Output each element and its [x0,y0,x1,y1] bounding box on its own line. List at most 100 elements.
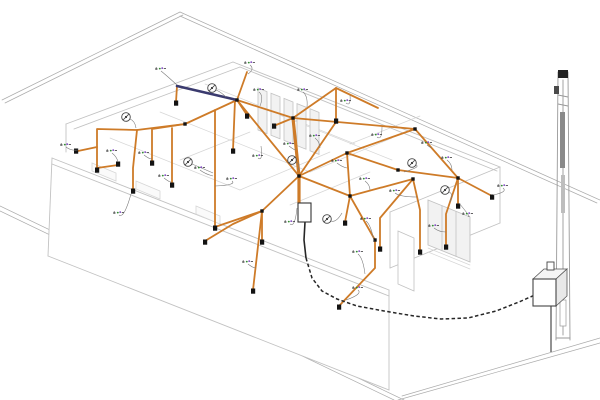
junction-box [411,177,415,181]
conduit-run [338,239,376,307]
fixture-symbol-dot [291,159,293,161]
pole-bracket [554,86,559,94]
fixture-leader [403,164,418,173]
conduit-run [214,175,300,228]
junction-box [183,122,187,126]
interior-partition [159,111,311,173]
tag-green-dot [355,286,358,289]
interior-partition [109,137,241,191]
conduit-run [96,164,119,169]
site-boundary-line [179,15,598,204]
conduit-run [204,210,263,242]
tag-purple-dot [289,142,292,145]
conduit-run [349,195,376,241]
fixture-symbol-dot [444,189,446,191]
utility-pole-line [557,94,569,98]
tag-purple-dot [468,212,471,215]
conduit-run [344,195,351,223]
window-sill [427,251,471,270]
tag-green-dot [287,220,290,223]
device-box [170,182,175,188]
tag-purple-dot [337,159,340,162]
tag-green-dot [116,211,119,214]
tag-leader [257,145,262,160]
conduit-run [298,175,414,197]
rear-window-slat [270,92,281,140]
tag-leader [111,152,119,163]
fixture-leader [295,161,300,171]
tag-leader [433,227,447,233]
utility-pole-line [557,103,569,107]
tag-leader [247,263,257,269]
fixture-leader [448,191,453,203]
tag-purple-dot [365,177,368,180]
facade-window [195,205,221,225]
tag-leader [458,202,470,217]
wall-edge [65,61,234,125]
pole-stripe [561,175,565,213]
tag-purple-dot [161,67,164,69]
junction-box [235,98,239,102]
tag-green-dot [362,177,365,180]
device-box [418,249,423,255]
tag-purple-dot [366,217,369,220]
tag-leader [118,193,132,216]
tag-leader [199,169,214,177]
tag-purple-dot [290,220,293,223]
device-box [174,100,179,106]
conduit-run [136,99,238,131]
site-boundary-line [401,337,600,397]
pole-stripe [560,112,565,168]
junction-box [345,151,349,155]
tag-green-dot [256,88,259,91]
meter-box-cap [546,261,555,271]
conduit-run [298,121,337,177]
fixture-symbol-dot [211,87,213,89]
tag-purple-dot [427,141,430,144]
tag-green-dot [355,250,358,253]
wall-edge [51,163,390,297]
wall-edge [73,66,241,130]
tag-leader [289,207,298,225]
tag-leader [446,159,453,171]
tag-leader [258,91,263,107]
conduit-run [335,87,379,109]
conduit-run [379,178,414,249]
rear-window-slat [296,103,307,150]
conduit-run [236,99,248,116]
wall-edge [239,66,498,172]
tag-purple-dot [434,224,437,227]
tag-green-dot [465,212,468,215]
tag-leader [65,146,79,151]
device-box [260,239,265,245]
conduit-run [232,99,236,151]
meter-box-front [532,278,557,307]
tag-purple-dot [303,88,306,90]
junction-box [291,116,295,120]
tag-purple-dot [232,177,235,180]
tag-purple-dot [315,134,318,137]
tag-green-dot [343,99,346,102]
tag-green-dot [424,141,427,144]
tag-green-dot [245,260,248,263]
tag-leader [302,91,308,108]
device-box [95,167,100,173]
conduit-run [291,116,301,178]
conduit-run [132,129,138,191]
tag-purple-dot [144,151,147,154]
conduit-run [252,210,263,291]
conduit-run [414,128,459,179]
tag-leader [364,180,371,191]
fixture-symbol-dot [187,161,189,163]
tag-purple-dot [377,133,380,136]
tag-green-dot [312,134,315,137]
wall-edge [47,157,53,257]
conduit-run [457,177,493,197]
tag-green-dot [109,149,112,152]
site-boundary-line [179,11,600,201]
tag-leader [394,192,418,198]
pole-slot [559,299,567,327]
device-box [456,203,461,209]
fixture-leader [215,89,227,98]
tag-leader [345,94,351,105]
